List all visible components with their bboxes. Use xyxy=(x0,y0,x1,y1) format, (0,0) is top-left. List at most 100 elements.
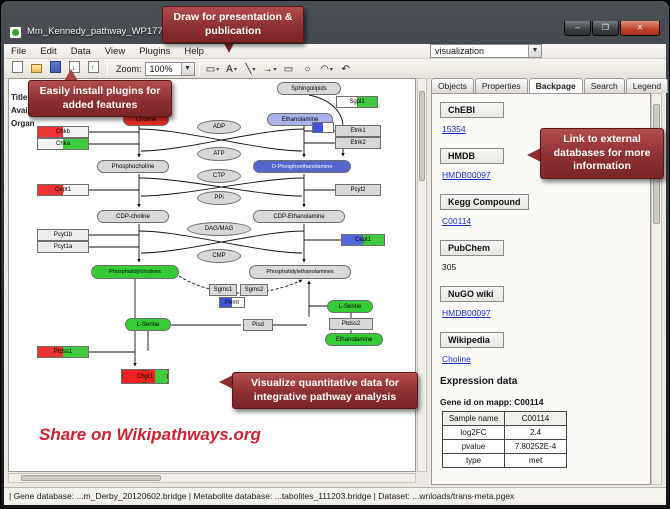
menu-item-plugins[interactable]: Plugins xyxy=(139,46,171,57)
tab-objects[interactable]: Objects xyxy=(431,78,474,93)
external-link[interactable]: Choline xyxy=(442,354,471,364)
pathway-node-label: Pisd xyxy=(252,322,264,328)
pathway-node-label: Sphingolipids xyxy=(291,85,327,92)
scrollbar-thumb[interactable] xyxy=(21,475,161,481)
callout-draw: Draw for presentation & publication xyxy=(162,6,304,44)
pathway-node-phosphatidylethanolamines[interactable]: Phosphatidylethanolamines xyxy=(249,265,351,279)
menu-item-help[interactable]: Help xyxy=(184,46,204,57)
pathway-node-ptdss2[interactable]: Ptdss2 xyxy=(329,318,373,330)
chevron-down-icon[interactable]: ▾ xyxy=(252,67,256,73)
chevron-down-icon[interactable]: ▼ xyxy=(180,62,194,75)
menu-item-file[interactable]: File xyxy=(11,46,27,57)
pathway-node-dag-mag[interactable]: DAG/MAG xyxy=(187,222,251,236)
arc-tool-icon: ◠ xyxy=(320,64,329,75)
tab-properties[interactable]: Properties xyxy=(474,78,528,93)
pathway-node-cept1[interactable]: Cept1 xyxy=(341,234,385,246)
selection-handle[interactable] xyxy=(142,370,147,371)
zoom-combo[interactable]: 100% ▼ xyxy=(144,61,195,76)
chevron-down-icon[interactable]: ▼ xyxy=(528,45,541,57)
pathway-node-label: Ptdss1 xyxy=(53,349,73,355)
toolbar-arc-tool[interactable]: ◠▾ xyxy=(318,61,336,78)
pathway-node-sgms2[interactable]: Sgms2 xyxy=(240,284,268,296)
pathway-node-pcyt1b[interactable]: Pcyt1b xyxy=(37,229,89,241)
menu-item-edit[interactable]: Edit xyxy=(40,46,57,57)
external-link[interactable]: 15354 xyxy=(442,124,466,134)
pathway-node-adp[interactable]: ADP xyxy=(197,120,241,134)
pathway-node-label: Ethanolamine xyxy=(281,116,319,123)
pathway-node-sgms1[interactable]: Sgms1 xyxy=(209,284,237,296)
pathway-node-pcyt1a[interactable]: Pcyt1a xyxy=(37,241,89,253)
scrollbar-thumb[interactable] xyxy=(419,91,425,181)
toolbar-save-disk-button[interactable] xyxy=(46,59,64,76)
toolbar-datanode-template[interactable]: ▭▾ xyxy=(204,61,222,78)
selection-handle[interactable] xyxy=(167,370,168,371)
pathway-node-ptdss1[interactable]: Ptdss1 xyxy=(37,346,89,358)
canvas-vertical-scrollbar[interactable] xyxy=(417,78,427,472)
tab-backpage[interactable]: Backpage xyxy=(528,78,583,93)
selection-handle[interactable] xyxy=(122,370,123,371)
pathway-node-phosphatidylcholines[interactable]: Phosphatidylcholines xyxy=(91,265,179,279)
tab-legend[interactable]: Legend xyxy=(625,78,669,93)
toolbar-ellipse-tool[interactable]: ○ xyxy=(299,61,317,78)
selection-handle[interactable] xyxy=(167,373,168,379)
selection-handle[interactable] xyxy=(167,382,168,383)
maximize-button[interactable]: ❐ xyxy=(592,21,619,36)
chevron-down-icon[interactable]: ▾ xyxy=(273,67,277,73)
pathway-node-label: PPi xyxy=(214,195,224,201)
chevron-down-icon[interactable]: ▾ xyxy=(329,67,333,73)
backpage-section-header: HMDB xyxy=(440,148,504,164)
tab-search[interactable]: Search xyxy=(583,78,625,93)
pathway-node-cdp-choline[interactable]: CDP-choline xyxy=(97,210,169,223)
toolbar-line-tool[interactable]: ╲▾ xyxy=(242,61,260,78)
external-link[interactable]: C00114 xyxy=(442,216,472,226)
pathway-node-pemt[interactable]: Pemt xyxy=(219,297,245,308)
pathway-node-chpt1[interactable]: Chpt1 xyxy=(121,369,169,384)
toolbar-export-button[interactable] xyxy=(84,59,102,76)
pathway-node-node[interactable] xyxy=(312,122,334,133)
toolbar-label-template[interactable]: A▾ xyxy=(223,61,241,78)
toolbar-undo-button[interactable]: ↶ xyxy=(337,61,355,78)
visualization-combo[interactable]: visualization ▼ xyxy=(430,44,542,58)
canvas-horizontal-scrollbar[interactable] xyxy=(8,473,416,483)
external-link[interactable]: HMDB00097 xyxy=(442,170,491,180)
pathway-node-etnk1[interactable]: Etnk1 xyxy=(335,125,381,137)
pathway-node-etnk2[interactable]: Etnk2 xyxy=(335,137,381,149)
table-cell: Sample name xyxy=(442,411,505,426)
close-button[interactable]: ✕ xyxy=(620,21,660,36)
pathway-node-sphingolipids[interactable]: Sphingolipids xyxy=(277,82,341,95)
pathway-node-o-phosphoethanolamine[interactable]: O-Phosphoethanolamine xyxy=(253,160,351,173)
pathway-node-pcyt2[interactable]: Pcyt2 xyxy=(335,184,381,196)
pathway-node-l-serine[interactable]: L-Serine xyxy=(327,300,373,313)
pathway-node-sgpl1[interactable]: Sgpl1 xyxy=(336,96,378,108)
pathway-node-ppi[interactable]: PPi xyxy=(197,191,241,205)
pathway-node-cmp[interactable]: CMP xyxy=(197,249,241,263)
pathway-node-cept1[interactable]: Cept1 xyxy=(37,184,89,196)
toolbar-new-file-button[interactable] xyxy=(8,59,26,76)
menu-item-view[interactable]: View xyxy=(104,46,126,57)
pathway-node-l-serine[interactable]: L-Serine xyxy=(125,318,171,331)
menu-item-data[interactable]: Data xyxy=(70,46,91,57)
selection-handle[interactable] xyxy=(122,373,123,379)
pathway-node-chka[interactable]: Chka xyxy=(37,138,89,150)
pathway-node-atp[interactable]: ATP xyxy=(197,147,241,161)
selection-handle[interactable] xyxy=(142,382,147,383)
pathway-node-cdp-ethanolamine[interactable]: CDP-Ethanolamine xyxy=(253,210,345,223)
pathway-node-ethanolamine[interactable]: Ethanolamine xyxy=(325,333,383,346)
chevron-down-icon[interactable]: ▾ xyxy=(233,67,237,73)
toolbar-open-folder-button[interactable] xyxy=(27,59,45,76)
pathway-node-label: CTP xyxy=(213,173,225,179)
minimize-button[interactable]: – xyxy=(564,21,591,36)
pathway-node-ctp[interactable]: CTP xyxy=(197,169,241,183)
pathway-node-pisd[interactable]: Pisd xyxy=(243,319,273,331)
pathway-node-label: O-Phosphoethanolamine xyxy=(271,163,333,170)
pathway-node-label: Sgms2 xyxy=(244,287,264,293)
external-link[interactable]: HMDB00097 xyxy=(442,308,491,318)
selection-handle[interactable] xyxy=(122,382,123,383)
toolbar-arrow-tool[interactable]: →▾ xyxy=(261,61,279,78)
toolbar-rect-tool[interactable]: ▭ xyxy=(280,61,298,78)
pathway-node-phosphocholine[interactable]: Phosphocholine xyxy=(97,160,169,173)
pathway-node-chkb[interactable]: Chkb xyxy=(37,126,89,138)
chevron-down-icon[interactable]: ▾ xyxy=(216,67,220,73)
